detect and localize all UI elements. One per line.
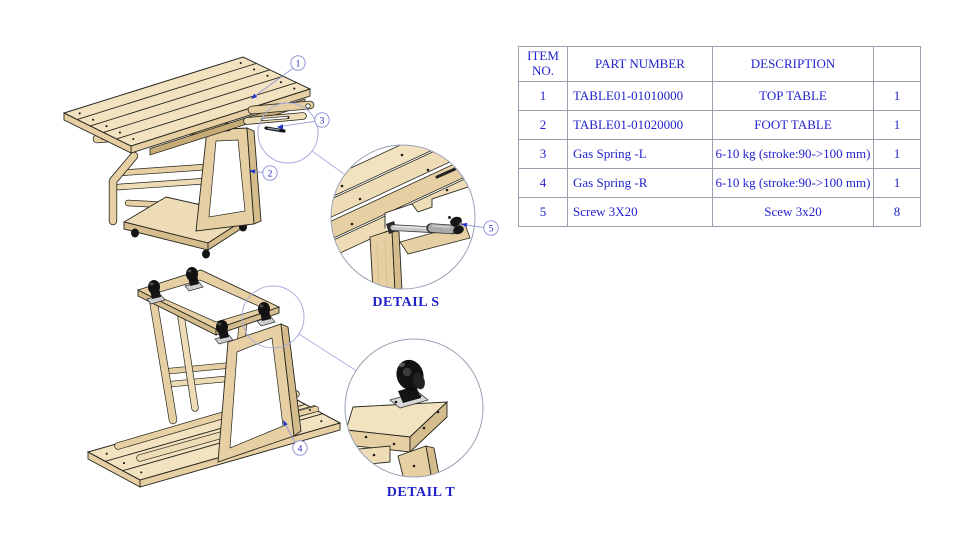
detail-s-circle	[330, 144, 476, 290]
bom-header-desc: DESCRIPTION	[712, 46, 874, 82]
bom-row: 2 TABLE01-01020000 FOOT TABLE 1	[518, 110, 921, 140]
right-leg-frame-2	[217, 323, 302, 463]
svg-text:1: 1	[296, 60, 301, 70]
balloon-1: 1	[251, 55, 306, 99]
bom-cell-desc: FOOT TABLE	[712, 110, 874, 140]
bom-header-part: PART NUMBER	[567, 46, 713, 82]
bom-table: ITEM NO. PART NUMBER DESCRIPTION 1 TABLE…	[518, 46, 921, 227]
bom-cell-desc: TOP TABLE	[712, 81, 874, 111]
gas-spring-detail	[386, 216, 464, 235]
bom-cell-qty: 1	[873, 81, 921, 111]
bom-cell-part: Gas Spring -L	[567, 139, 713, 169]
svg-text:5: 5	[489, 225, 494, 235]
detail-s-label: DETAIL S	[372, 295, 439, 310]
bom-cell-qty: 1	[873, 168, 921, 198]
detail-t-view: DETAIL T	[344, 338, 484, 500]
balloon-3: 3	[277, 112, 330, 130]
caster	[214, 320, 234, 345]
bom-header-item: ITEM NO.	[518, 46, 568, 82]
detail-s-connector-line	[311, 150, 345, 175]
caster	[146, 280, 166, 305]
detail-t-source-circle	[241, 285, 305, 349]
detail-t-circle	[344, 338, 484, 478]
casters-up	[146, 267, 276, 345]
bom-cell-part: TABLE01-01010000	[567, 81, 713, 111]
bom-cell-part: TABLE01-01020000	[567, 110, 713, 140]
detail-t-connector-line	[298, 333, 356, 371]
caster-detail	[389, 359, 429, 409]
bom-cell-qty: 1	[873, 139, 921, 169]
caster	[256, 302, 276, 327]
view-foot-table	[86, 267, 356, 488]
bom-cell-desc: 6-10 kg (stroke:90->100 mm)	[712, 168, 874, 198]
bom-cell-item: 2	[518, 110, 568, 140]
bom-cell-desc: Scew 3x20	[712, 197, 874, 227]
bom-cell-item: 5	[518, 197, 568, 227]
bom-row: 1 TABLE01-01010000 TOP TABLE 1	[518, 81, 921, 111]
detail-t-label: DETAIL T	[387, 485, 456, 500]
bom-cell-item: 1	[518, 81, 568, 111]
bom-row: 3 Gas Spring -L 6-10 kg (stroke:90->100 …	[518, 139, 921, 169]
bom-cell-part: Screw 3X20	[567, 197, 713, 227]
view-top-table	[62, 56, 345, 259]
bom-table-container: ITEM NO. PART NUMBER DESCRIPTION 1 TABLE…	[518, 46, 921, 227]
detail-s-source-circle	[257, 102, 319, 164]
svg-text:3: 3	[320, 117, 325, 127]
bom-cell-qty: 8	[873, 197, 921, 227]
right-leg-frame	[195, 127, 262, 232]
bom-cell-item: 3	[518, 139, 568, 169]
balloon-2: 2	[249, 165, 278, 181]
bom-row: 5 Screw 3X20 Scew 3x20 8	[518, 197, 921, 227]
balloon-4: 4	[283, 420, 308, 456]
bom-cell-qty: 1	[873, 110, 921, 140]
bom-cell-desc: 6-10 kg (stroke:90->100 mm)	[712, 139, 874, 169]
balloons: 1 3 2 4 5	[249, 55, 499, 456]
balloon-5: 5	[461, 220, 499, 236]
left-leg	[108, 151, 139, 226]
detail-s-view: DETAIL S	[330, 144, 476, 310]
bom-cell-item: 4	[518, 168, 568, 198]
bom-cell-part: Gas Spring -R	[567, 168, 713, 198]
caster	[184, 267, 204, 292]
svg-text:2: 2	[268, 170, 273, 180]
bom-header-row: ITEM NO. PART NUMBER DESCRIPTION	[518, 46, 921, 82]
svg-text:4: 4	[298, 445, 303, 455]
bom-row: 4 Gas Spring -R 6-10 kg (stroke:90->100 …	[518, 168, 921, 198]
bom-header-qty	[873, 46, 921, 82]
